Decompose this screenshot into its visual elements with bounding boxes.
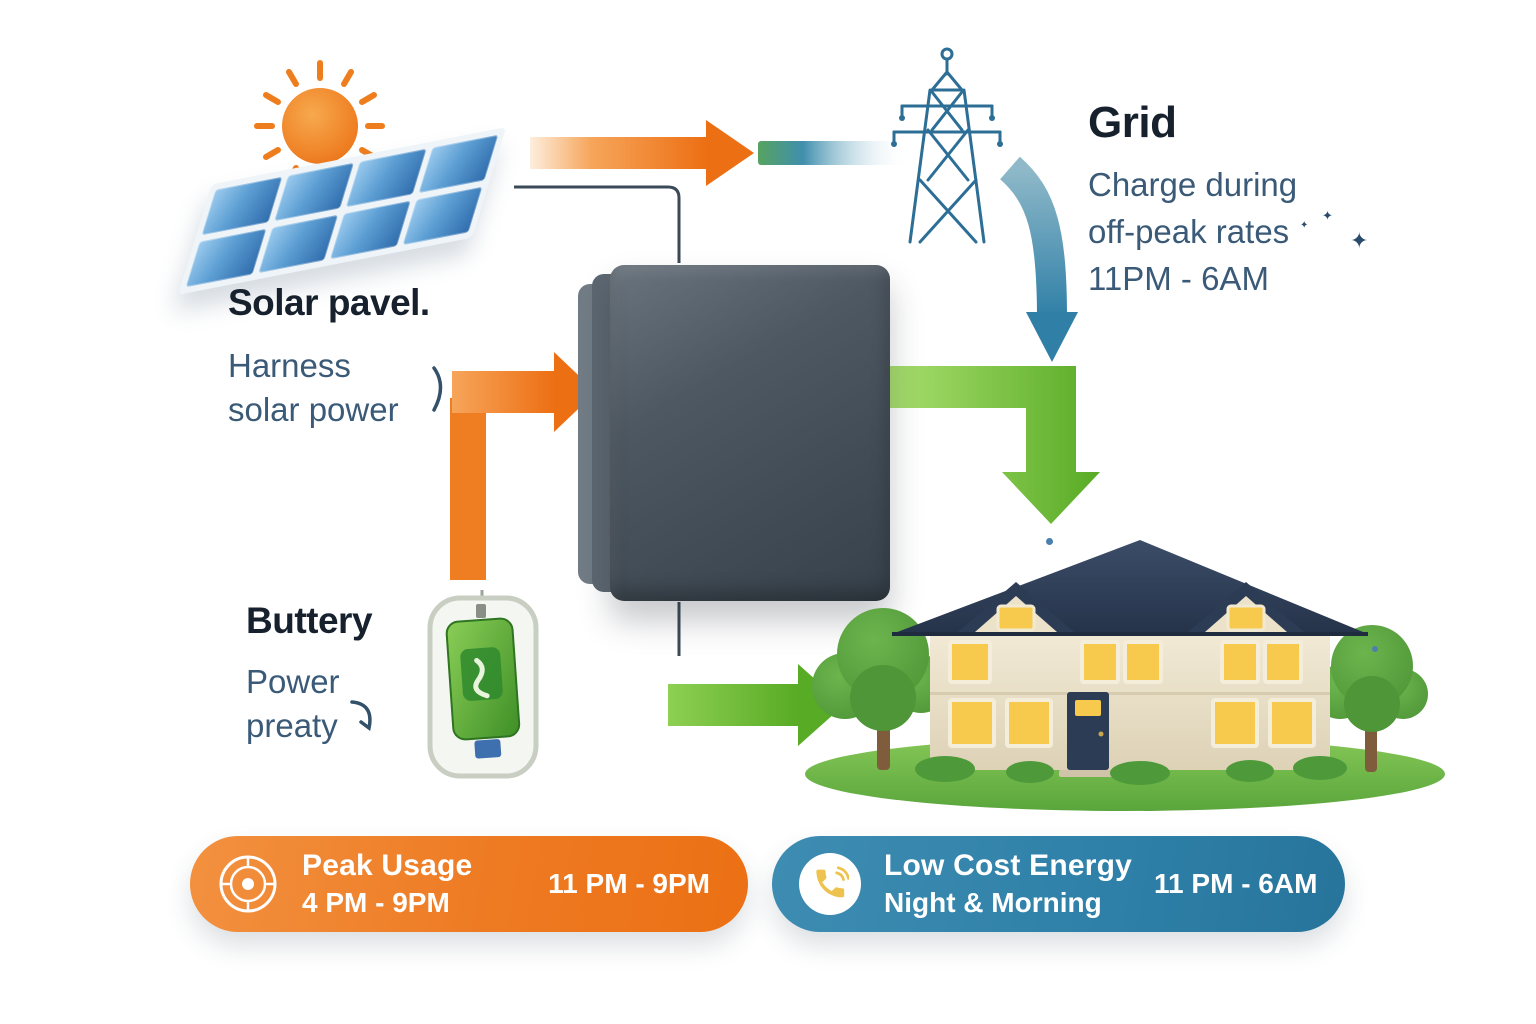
- low-cost-title: Low Cost Energy: [884, 849, 1133, 882]
- solar-cell: [345, 148, 427, 208]
- peak-usage-subtitle: 4 PM - 9PM: [302, 887, 450, 918]
- solar-desc-line2: solar power: [228, 390, 399, 428]
- bushes: [915, 756, 1347, 785]
- grid-desc-line3: 11PM - 6AM: [1088, 259, 1269, 297]
- sparkle-icon: ✦: [1300, 220, 1309, 231]
- solar-cell: [257, 214, 339, 274]
- lower-windows: [948, 698, 1316, 748]
- solar-cell: [201, 176, 282, 236]
- speckle-dot: [1046, 538, 1053, 545]
- solar-cell: [330, 200, 411, 260]
- peak-usage-title: Peak Usage: [302, 849, 473, 882]
- arrow-battery-to-house-right: [890, 366, 1100, 524]
- squiggle-battery: [350, 700, 372, 732]
- solar-cell: [273, 162, 354, 222]
- low-cost-energy-badge: Low Cost Energy Night & Morning 11 PM - …: [772, 836, 1345, 932]
- grid-label-block: Grid Charge during off-peak rates 11PM -…: [1088, 98, 1297, 303]
- peak-usage-time: 11 PM - 9PM: [548, 868, 710, 899]
- low-cost-time: 11 PM - 6AM: [1154, 868, 1318, 899]
- front-door: [1059, 692, 1117, 777]
- battery-unit: [610, 265, 890, 601]
- solar-cell: [418, 134, 499, 194]
- dormer-right: [1188, 582, 1304, 632]
- arrow-charger-to-battery: [450, 352, 596, 580]
- phone-icon: [798, 852, 862, 916]
- dormer-left: [958, 582, 1074, 632]
- grid-tower-icon: [891, 47, 1003, 244]
- solar-title: Solar pavel.: [228, 282, 430, 323]
- sparkle-icon: ✦: [1350, 228, 1369, 253]
- roof: [892, 540, 1368, 634]
- connector-solar-to-battery: [514, 185, 681, 263]
- solar-cell: [185, 228, 266, 288]
- solar-label-block: Solar pavel. Harness solar power: [228, 282, 430, 432]
- radar-icon: [216, 852, 280, 916]
- low-cost-subtitle: Night & Morning: [884, 887, 1102, 918]
- arrow-grid-to-battery: [999, 156, 1078, 362]
- sparkle-icon: ✦: [1322, 208, 1333, 223]
- grid-desc-line2: off-peak rates: [1088, 212, 1290, 250]
- house-illustration: [805, 540, 1445, 811]
- speckle-dot: [1372, 646, 1378, 652]
- wall-charger-icon: [427, 590, 539, 779]
- grid-title: Grid: [1088, 98, 1177, 147]
- arrow-solar-to-grid: [530, 120, 908, 186]
- battery-desc-line2: preaty: [246, 706, 338, 744]
- solar-desc-line1: Harness: [228, 347, 351, 384]
- upper-windows: [948, 640, 1303, 684]
- peak-usage-badge: Peak Usage 4 PM - 9PM 11 PM - 9PM: [190, 836, 748, 932]
- battery-title: Buttery: [246, 600, 373, 641]
- solar-cell: [402, 186, 483, 246]
- grid-desc-line1: Charge during: [1088, 166, 1298, 203]
- squiggle-solar: [432, 366, 443, 412]
- battery-label-block: Buttery Power preaty: [246, 600, 373, 748]
- battery-desc-line1: Power: [246, 663, 340, 700]
